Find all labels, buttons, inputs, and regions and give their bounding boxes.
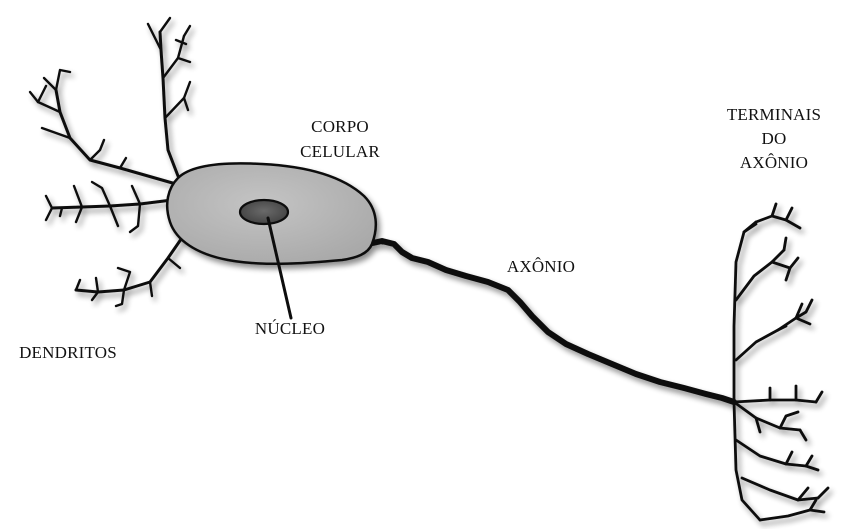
- label-axonio: AXÔNIO: [496, 256, 586, 277]
- label-corpo-line2: CELULAR: [300, 141, 380, 162]
- label-dendritos: DENDRITOS: [8, 342, 128, 363]
- nucleus: [240, 200, 288, 224]
- dendrites: [30, 18, 190, 306]
- label-terminais-line3: AXÔNIO: [718, 152, 830, 173]
- label-corpo-celular: CORPO CELULAR: [300, 116, 380, 162]
- label-terminais-line1: TERMINAIS: [718, 104, 830, 125]
- label-terminais-line2: DO: [718, 128, 830, 149]
- label-corpo-line1: CORPO: [300, 116, 380, 137]
- axon-terminals: [734, 204, 828, 520]
- label-terminais-do-axonio: TERMINAIS DO AXÔNIO: [718, 104, 830, 173]
- label-nucleo: NÚCLEO: [245, 318, 335, 339]
